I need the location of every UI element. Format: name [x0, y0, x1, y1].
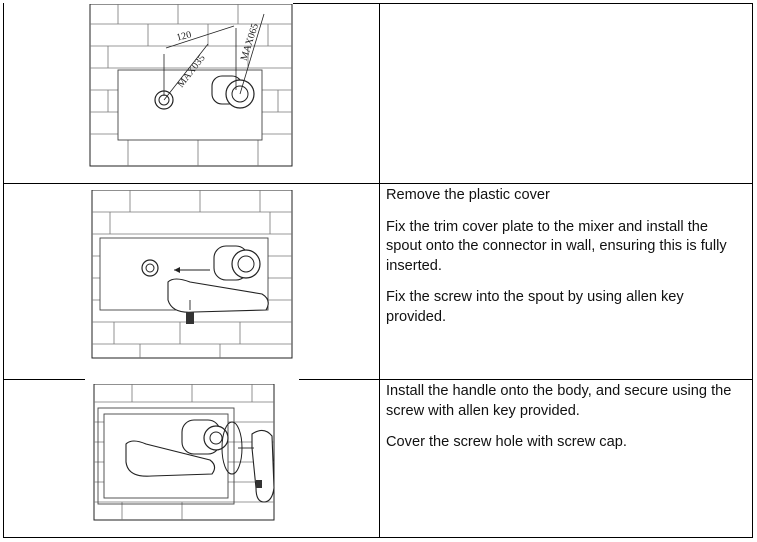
table-bottom-border [3, 537, 753, 538]
step3-paragraph-2: Cover the screw hole with screw cap. [386, 434, 627, 450]
step2-paragraph-3: Fix the screw into the spout by using al… [386, 289, 684, 325]
step2-paragraph-2: Fix the trim cover plate to the mixer an… [386, 218, 727, 274]
table-left-border [3, 3, 4, 538]
row-divider-1 [3, 183, 753, 184]
step3-instructions: Install the handle onto the body, and se… [386, 382, 746, 465]
row-divider-2-right [299, 379, 753, 380]
step2-paragraph-1: Remove the plastic cover [386, 187, 550, 203]
table-column-divider [379, 3, 380, 538]
instruction-table [3, 3, 753, 538]
step2-diagram [91, 190, 293, 359]
dim-max065-label: MAX065 [239, 22, 261, 62]
step3-diagram [93, 384, 275, 521]
step1-diagram: 120 MAX035 MAX065 [89, 4, 293, 167]
step2-instructions: Remove the plastic cover Fix the trim co… [386, 186, 746, 339]
dim-width-label: 120 [175, 29, 192, 43]
row-divider-2-left [3, 379, 85, 380]
table-top-border [293, 3, 753, 4]
step3-paragraph-1: Install the handle onto the body, and se… [386, 383, 732, 419]
table-right-border [752, 3, 753, 538]
